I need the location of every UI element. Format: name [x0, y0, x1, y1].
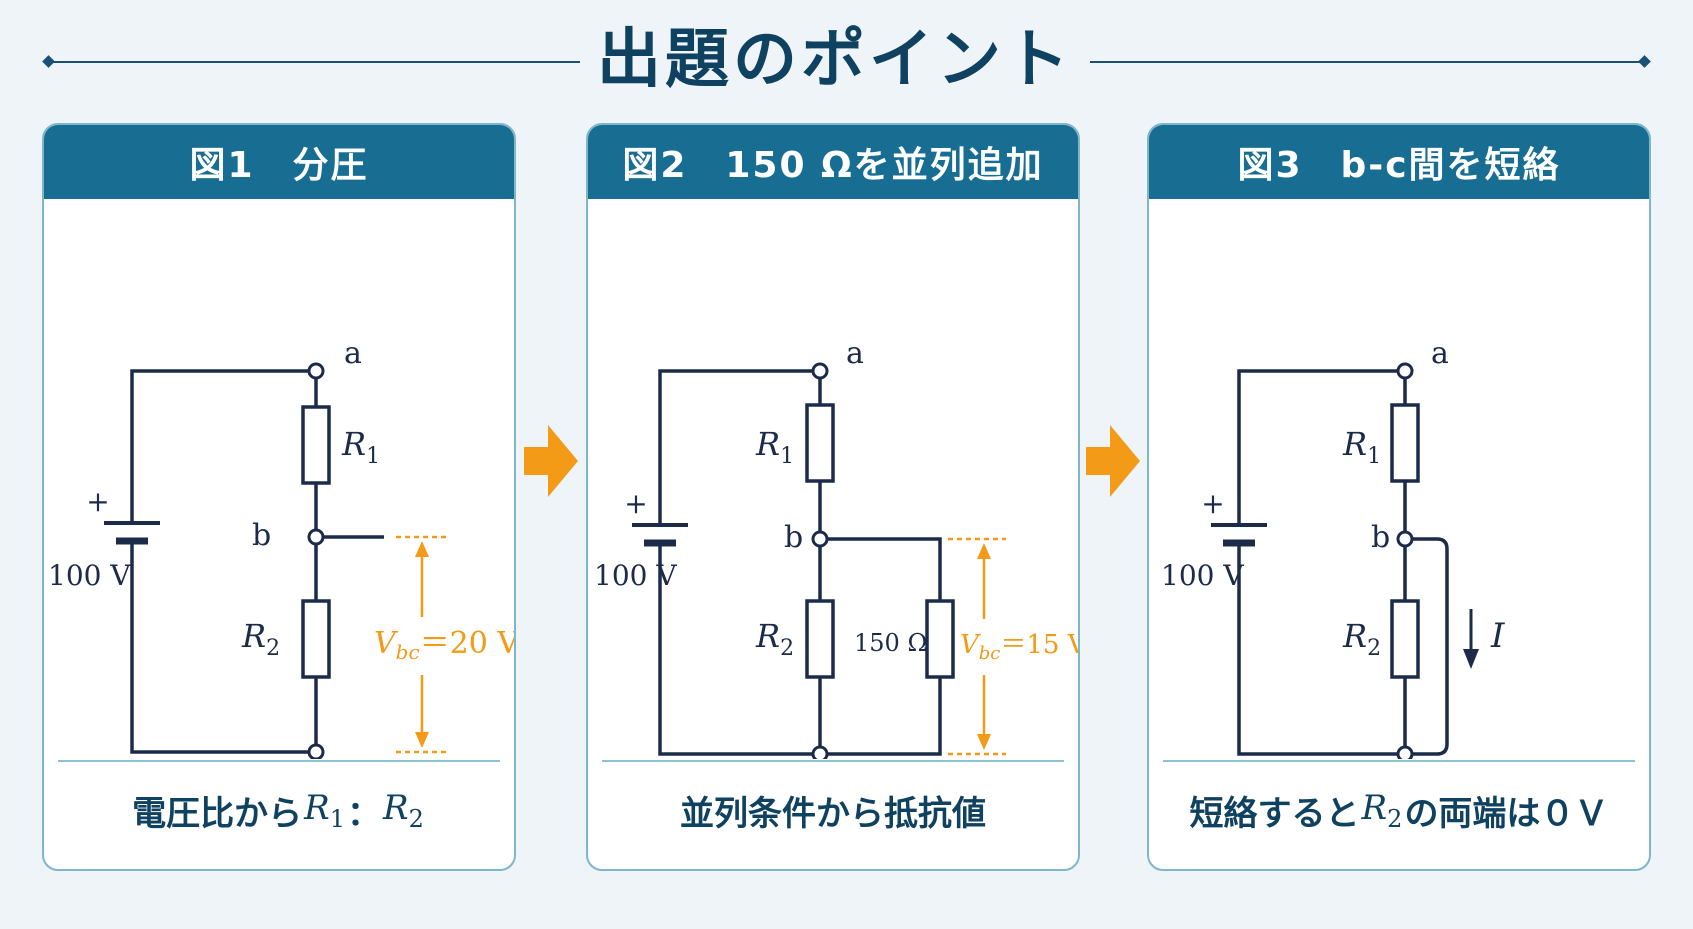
- vbc-label: Vbc＝15 V: [960, 630, 1078, 664]
- plus-sign: +: [1201, 487, 1224, 520]
- node-c: [811, 745, 829, 759]
- caption-divider: [602, 760, 1064, 762]
- vbc-arrowhead-down: [415, 732, 429, 748]
- resistor-r2: [301, 599, 331, 679]
- panel-header: 図2 150 Ωを並列追加: [588, 125, 1078, 199]
- r1-label: R1: [341, 425, 380, 469]
- node-c: [1396, 745, 1414, 759]
- panel-fig1: 図1 分圧 + 100 V R1 R2 a b c: [42, 123, 516, 871]
- wire-150-c: [826, 677, 942, 756]
- node-b-label: b: [1371, 520, 1390, 555]
- circuit-fig3: + 100 V R1 R2 a b c I: [1161, 336, 1505, 759]
- r1-label: R1: [755, 425, 794, 469]
- node-b: [811, 530, 829, 548]
- caption-r1: R1: [304, 787, 345, 833]
- wire-bottom: [1237, 543, 1405, 756]
- r2-label: R2: [755, 617, 794, 661]
- caption-suffix: の両端は０Ｖ: [1404, 793, 1609, 834]
- r1-label: R1: [1342, 425, 1381, 469]
- resistor-150: [925, 599, 955, 679]
- node-b: [1396, 530, 1414, 548]
- current-arrowhead: [1463, 649, 1479, 669]
- plus-sign: +: [624, 487, 647, 520]
- caption: 並列条件から抵抗値: [680, 793, 986, 834]
- wire-bottom: [658, 543, 820, 756]
- node-b-label: b: [784, 520, 803, 555]
- caption: 電圧比から R1 ： R2: [44, 775, 514, 845]
- vbc-arrowhead-up: [977, 543, 991, 559]
- caption-divider: [58, 760, 500, 762]
- wire-top: [658, 369, 820, 525]
- r2-label: R2: [241, 617, 280, 661]
- node-b-label: b: [252, 518, 271, 553]
- wire-top: [130, 369, 316, 523]
- caption-prefix: 電圧比から: [132, 793, 303, 834]
- r150-label: 150 Ω: [854, 629, 927, 657]
- resistor-r1: [301, 405, 331, 485]
- vbc-arrowhead-up: [415, 541, 429, 557]
- panel-header: 図1 分圧: [44, 125, 514, 199]
- title-rule-left: [48, 61, 580, 63]
- page-title: 出題のポイント: [597, 23, 1073, 97]
- circuit-fig2: + 100 V R1 R2 150 Ω a b c Vbc＝15 V: [594, 336, 1078, 759]
- panel-header: 図3 b-c間を短絡: [1149, 125, 1649, 199]
- node-a: [307, 362, 325, 380]
- node-a-label: a: [846, 336, 864, 371]
- right-arrow-2: [1086, 425, 1140, 497]
- node-a: [1396, 362, 1414, 380]
- plus-sign: +: [86, 485, 109, 518]
- title-rule-right: [1090, 61, 1645, 63]
- caption-colon: ：: [347, 793, 381, 834]
- node-c: [307, 743, 325, 759]
- wire-top: [1237, 369, 1405, 525]
- title-row: 出題のポイント: [0, 0, 1693, 120]
- vbc-arrowhead-down: [977, 734, 991, 750]
- resistor-r2: [805, 599, 835, 679]
- circuit-fig1: + 100 V R1 R2 a b c Vbc＝20 V: [48, 336, 514, 759]
- wire-bottom: [130, 541, 316, 754]
- caption-divider: [1163, 760, 1635, 762]
- resistor-r1: [1390, 403, 1420, 483]
- wire-b-150: [826, 537, 942, 601]
- source-voltage: 100 V: [1161, 559, 1244, 592]
- vbc-label: Vbc＝20 V: [374, 626, 514, 664]
- caption: 短絡すると R2 の両端は０Ｖ: [1149, 775, 1649, 845]
- panel-fig3: 図3 b-c間を短絡 + 100 V R1 R2 a b c I: [1147, 123, 1651, 871]
- caption-prefix: 短絡すると: [1189, 793, 1360, 834]
- right-arrow-1: [524, 425, 578, 497]
- caption-r2: R2: [1361, 787, 1403, 833]
- caption-r2: R2: [383, 787, 424, 833]
- current-label: I: [1490, 616, 1505, 656]
- resistor-r1: [805, 403, 835, 483]
- source-voltage: 100 V: [594, 559, 677, 592]
- node-a-label: a: [344, 336, 362, 371]
- node-a: [811, 362, 829, 380]
- resistor-r2: [1390, 599, 1420, 679]
- source-voltage: 100 V: [48, 559, 131, 592]
- node-a-label: a: [1431, 336, 1449, 371]
- panel-fig2: 図2 150 Ωを並列追加 + 100 V R1 R2 150 Ω a b: [586, 123, 1080, 871]
- node-b: [307, 528, 325, 546]
- r2-label: R2: [1342, 617, 1381, 661]
- title-diamond-right: [1638, 55, 1651, 68]
- short-circuit-wire: [1411, 537, 1449, 756]
